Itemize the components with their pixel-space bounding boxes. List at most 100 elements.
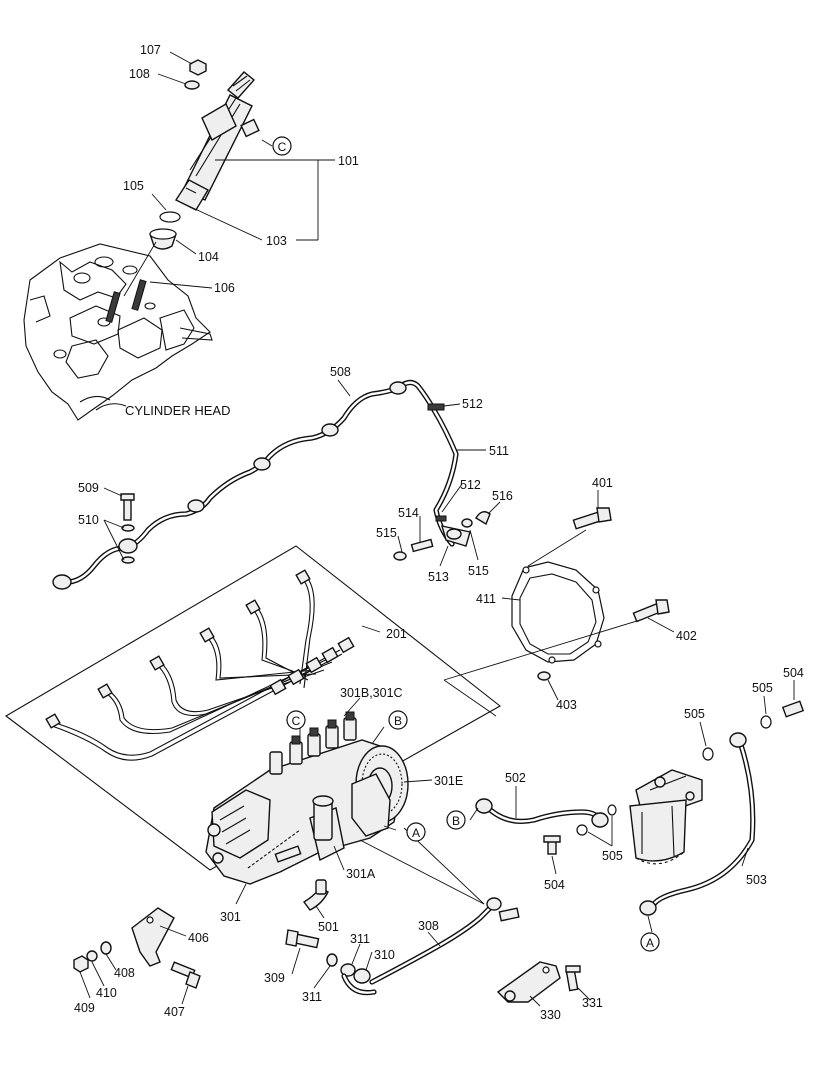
injector-leaders — [149, 51, 335, 289]
connector-c-pump-letter: C — [292, 714, 301, 728]
callout-301e: 301E — [434, 774, 463, 788]
filter-cartridge — [629, 799, 687, 862]
callout-509: 509 — [78, 481, 99, 495]
connector-b-pipe-letter: B — [452, 814, 460, 828]
end-plate — [351, 773, 391, 837]
injection-pipe-box-201 — [5, 545, 501, 871]
callout-cylinder-head: CYLINDER HEAD — [125, 403, 230, 418]
leak-off-pipe-508 — [52, 379, 459, 590]
callout-406: 406 — [188, 931, 209, 945]
callout-504b: 504 — [544, 878, 565, 892]
washer-510a — [121, 524, 135, 532]
washer-505a — [760, 715, 772, 729]
bolt-504a — [781, 700, 805, 718]
callout-515b: 515 — [468, 564, 489, 578]
nut-409 — [73, 955, 89, 973]
washer-403 — [537, 671, 551, 681]
washer-311b — [340, 963, 356, 977]
washer-515a — [393, 551, 407, 561]
callout-301bc: 301B,301C — [340, 686, 403, 700]
banjo-503-end — [639, 900, 657, 916]
pump-leaders — [235, 697, 433, 919]
connector-a-pipe — [640, 932, 660, 952]
clip-512a — [427, 403, 445, 411]
injector-top-stem — [226, 71, 256, 99]
callout-310: 310 — [374, 948, 395, 962]
callout-103: 103 — [266, 234, 287, 248]
callout-308: 308 — [418, 919, 439, 933]
connector-a-pump — [406, 822, 426, 842]
washer-505c — [576, 824, 588, 836]
bracket-406 — [131, 907, 175, 967]
callout-515a: 515 — [376, 526, 397, 540]
callout-501: 501 — [318, 920, 339, 934]
connector-c-pump — [286, 710, 306, 730]
callout-301: 301 — [220, 910, 241, 924]
callout-516: 516 — [492, 489, 513, 503]
gasket-411 — [511, 561, 605, 663]
callout-311a: 311 — [302, 990, 322, 1004]
callout-409: 409 — [74, 1001, 95, 1015]
nut-107 — [189, 59, 207, 76]
callout-105: 105 — [123, 179, 144, 193]
callout-407: 407 — [164, 1005, 185, 1019]
banjo-502-right — [591, 812, 609, 828]
connector-a-pump-letter: A — [412, 826, 420, 840]
bolt-401 — [572, 511, 602, 530]
callout-512a: 512 — [462, 397, 483, 411]
fitting-group-513 — [393, 511, 491, 561]
injector-clamp-block — [201, 103, 237, 141]
callout-104: 104 — [198, 250, 219, 264]
cylinder-head-outline — [23, 243, 211, 421]
bolt-308-end — [498, 907, 520, 922]
gasket-group — [443, 490, 675, 717]
callout-512b: 512 — [460, 478, 481, 492]
washer-515b — [461, 518, 473, 528]
stud-106b — [131, 279, 147, 311]
injector-leak-port — [240, 118, 260, 138]
pipe-leaders — [103, 379, 501, 567]
injection-pump-301 — [205, 711, 409, 911]
delivery-valves — [269, 711, 357, 775]
callout-511: 511 — [489, 444, 509, 458]
callout-301a: 301A — [346, 867, 376, 881]
callout-402: 402 — [676, 629, 697, 643]
banjo-4 — [321, 423, 339, 437]
callout-106: 106 — [214, 281, 235, 295]
callout-510: 510 — [78, 513, 99, 527]
stud-106a — [105, 291, 121, 323]
governor-housing — [211, 789, 271, 859]
callout-514: 514 — [398, 506, 419, 520]
callout-201: 201 — [386, 627, 407, 641]
washer-510b — [121, 556, 135, 564]
banjo-3 — [253, 457, 271, 471]
callout-502: 502 — [505, 771, 526, 785]
callout-505c: 505 — [602, 849, 623, 863]
callout-508: 508 — [330, 365, 351, 379]
connector-c-top-letter: C — [278, 140, 287, 154]
callout-401: 401 — [592, 476, 613, 490]
callout-504a: 504 — [783, 666, 804, 680]
clip-512b — [435, 515, 447, 522]
callout-331: 331 — [582, 996, 603, 1010]
callout-107: 107 — [140, 43, 161, 57]
callout-408: 408 — [114, 966, 135, 980]
o-ring-105 — [159, 211, 181, 223]
injector-assembly — [149, 59, 260, 250]
banjo-502-left — [475, 798, 493, 814]
connector-b-pump-letter: B — [394, 714, 402, 728]
callout-505a: 505 — [752, 681, 773, 695]
banjo-5 — [389, 381, 407, 395]
callout-330: 330 — [540, 1008, 561, 1022]
callout-513: 513 — [428, 570, 449, 584]
callout-labels: 107 108 101 105 103 104 106 CYLINDER HEA… — [74, 43, 804, 1022]
connector-b-pump — [388, 710, 408, 730]
banjo-2 — [187, 499, 205, 513]
callout-101: 101 — [338, 154, 359, 168]
callout-403: 403 — [556, 698, 577, 712]
fuel-filter-group — [469, 680, 805, 933]
washer-505b — [702, 747, 714, 761]
callout-309: 309 — [264, 971, 285, 985]
callout-411: 411 — [476, 592, 496, 606]
callout-503: 503 — [746, 873, 767, 887]
